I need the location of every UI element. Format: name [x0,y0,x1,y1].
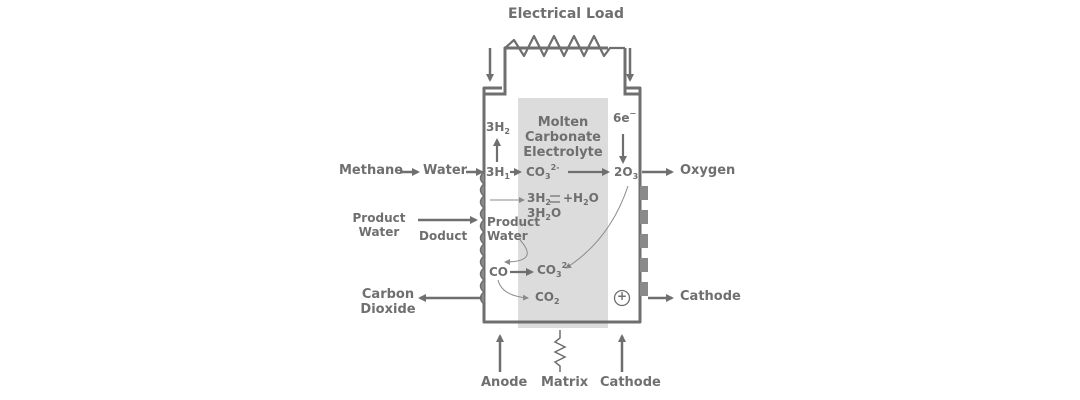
electrons-label: 6e− [613,109,637,125]
curved-arrow-co-to-co2 [497,279,529,301]
cathode-output-label: Cathode [680,289,741,304]
curved-arrow-product-water [504,239,528,265]
h2-top-label: 3H2 [486,120,510,136]
h2o-label: 3H2O [527,206,562,222]
carbon-dioxide-label: Carbon Dioxide [360,287,416,317]
equation-label: 3H2+H2O [527,191,599,207]
cell-outline-top [482,48,642,104]
electrical-load-resistor [504,34,625,58]
plus-sign: + [616,289,628,303]
doduct-label: Doduct [419,229,468,243]
product-water-inner-label: Product Water [487,215,540,243]
anode-scalloped-edge [479,171,486,305]
oxygen-label: Oxygen [680,163,736,178]
h2-mid-label: 3H1 [486,165,510,181]
equilibrium-arrows [550,195,560,203]
cathode-block [640,210,648,224]
electrical-load-label: Electrical Load [508,6,624,22]
electrolyte-label: Molten Carbonate Electrolyte [523,115,603,160]
co3-bottom-label: CO32- [537,261,571,279]
cathode-block [640,282,648,296]
methane-label: Methane [339,163,404,178]
co3-top-label: CO32- [526,163,560,181]
matrix-label: Matrix [541,375,589,390]
cathode-block [640,234,648,248]
oxygen-ion-label: 2O3 [614,165,639,181]
electrolyte-region [518,98,608,328]
matrix-squiggle [553,330,567,372]
cathode-block [640,186,648,200]
co-label: CO [489,265,509,279]
co2-label: CO2 [535,290,560,306]
anode-label: Anode [481,375,528,390]
product-water-input-label: Product Water [352,211,406,239]
water-label: Water [423,163,468,178]
cathode-bottom-label: Cathode [600,375,661,390]
cathode-block [640,258,648,272]
plus-circle-icon [613,289,631,307]
curved-arrow-oxygen-to-co3 [565,185,629,269]
